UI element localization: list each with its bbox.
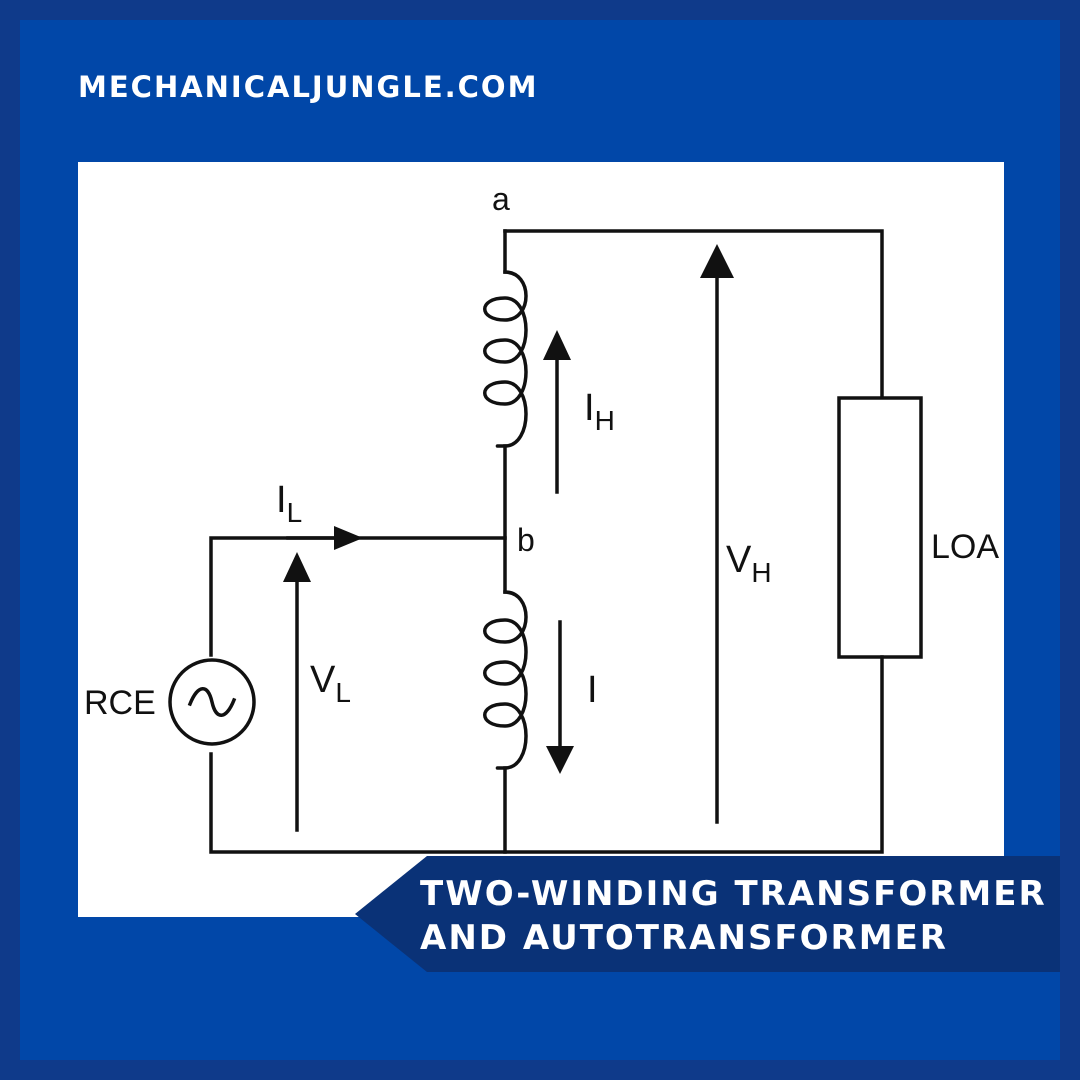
caption-banner xyxy=(355,856,1060,972)
wire-top xyxy=(503,229,884,399)
current-high-label: IH xyxy=(584,387,615,436)
current-high-main: I xyxy=(584,387,595,429)
load-resistor xyxy=(837,396,923,659)
voltage-low-sub: L xyxy=(335,677,351,708)
caption-line-2: AND AUTOTRANSFORMER xyxy=(420,918,948,958)
lower-winding xyxy=(483,590,528,770)
ac-source-sine xyxy=(187,687,237,717)
site-name[interactable]: MECHANICALJUNGLE.COM xyxy=(78,70,539,104)
arrow-il-head xyxy=(334,526,363,550)
circuit-svg: a b IL VL IH I VH RCE LOA xyxy=(84,181,999,854)
current-high-sub: H xyxy=(595,405,615,436)
voltage-high-main: V xyxy=(726,539,752,581)
current-common-main: I xyxy=(587,669,598,711)
current-low-label: IL xyxy=(276,479,302,528)
node-b-label: b xyxy=(517,522,535,558)
upper-winding xyxy=(483,270,528,448)
ac-source xyxy=(168,658,256,746)
node-a-label: a xyxy=(492,181,510,217)
wire-source-bottom xyxy=(209,655,884,854)
current-low-main: I xyxy=(276,479,287,521)
arrow-vl-head xyxy=(283,552,311,582)
banner-shape xyxy=(355,856,1060,972)
voltage-low-label: VL xyxy=(310,659,351,708)
arrow-ih-head xyxy=(543,330,571,360)
current-low-sub: L xyxy=(287,497,303,528)
voltage-high-sub: H xyxy=(751,557,771,588)
caption-title: TWO-WINDING TRANSFORMER AND AUTOTRANSFOR… xyxy=(420,872,1047,960)
voltage-low-main: V xyxy=(310,659,336,701)
source-label: RCE xyxy=(84,684,156,722)
voltage-high-label: VH xyxy=(726,539,772,588)
circuit-diagram: a b IL VL IH I VH RCE LOA xyxy=(78,162,1004,917)
wire-source-top xyxy=(209,536,507,657)
arrow-vh-head xyxy=(700,244,734,278)
arrow-i-head xyxy=(546,746,574,774)
load-label: LOA xyxy=(931,528,999,566)
caption-line-1: TWO-WINDING TRANSFORMER xyxy=(420,874,1047,914)
current-common-label: I xyxy=(587,669,598,711)
